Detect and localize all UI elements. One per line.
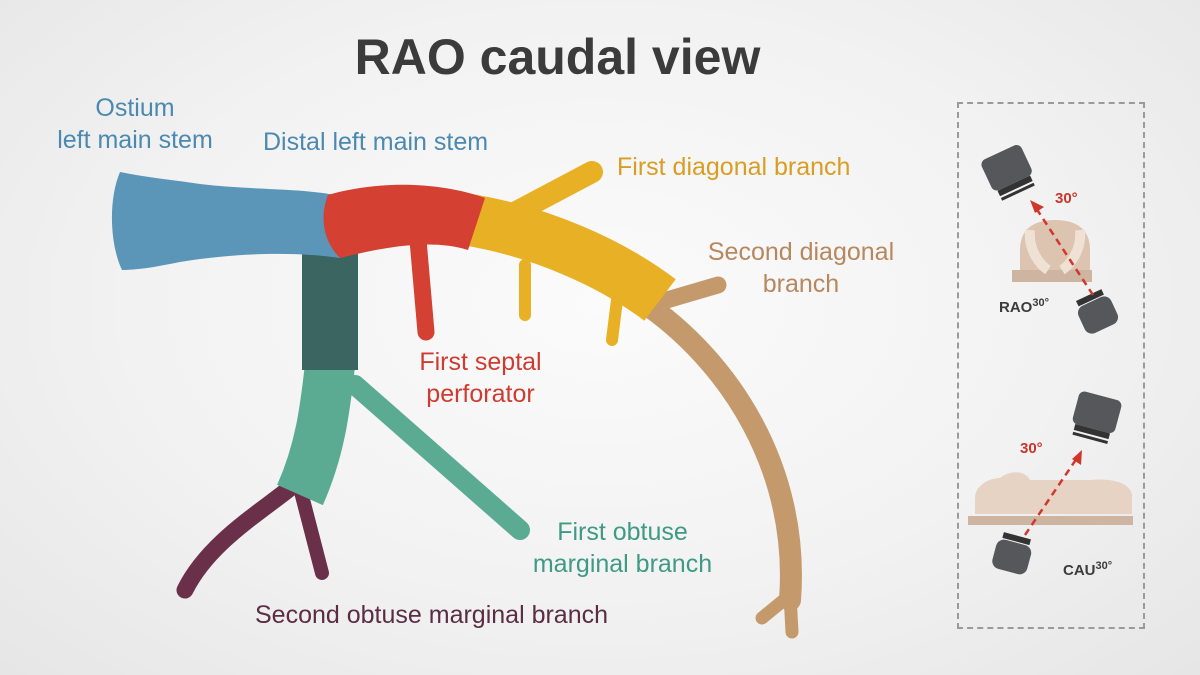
lad-twig-2 [606,294,623,346]
second-diagonal-branch [651,276,727,311]
cau-detector [1072,391,1122,444]
cau-view-illustration [968,391,1133,575]
label-first-diagonal: First diagonal branch [617,153,851,181]
lad-terminal-fork-right [783,588,799,639]
distal-left-main [323,184,485,258]
label-second-diagonal-line1: Second diagonal [707,238,895,266]
label-first-septal-line1: First septal [419,348,542,376]
first-om-branch [345,375,530,540]
cau-angle-label: 30° [1020,440,1043,457]
label-ostium: Ostium left main stem [45,92,225,156]
distal-lad [629,289,802,611]
second-om-left-limb [176,471,309,599]
rao-view-label: RAO30° [999,297,1049,316]
label-ostium-line1: Ostium [95,94,175,122]
cau-table [968,516,1133,525]
rao-angle-label: 30° [1055,190,1078,207]
cau-xray-tube [992,532,1032,575]
cau-view-label: CAU30° [1063,560,1112,579]
rao-view-illustration [981,145,1119,334]
label-second-diagonal-line2: branch [762,270,840,298]
cau-label-text: CAU [1063,562,1096,579]
cau-arrowhead [1072,450,1082,465]
lad-proximal [465,194,676,321]
label-first-septal: First septal perforator [393,346,568,410]
label-second-diagonal: Second diagonal branch [690,236,912,300]
page-title: RAO caudal view [354,29,761,85]
label-first-om: First obtuse marginal branch [515,516,730,580]
label-second-om: Second obtuse marginal branch [255,601,609,629]
coronary-artery-diagram [111,161,802,639]
left-main-stem [111,172,340,270]
label-ostium-line2: left main stem [57,126,213,154]
label-first-om-line1: First obtuse [557,518,688,546]
rao-table [1012,270,1092,282]
rao-label-angle: 30° [1032,297,1049,309]
cau-beam-arrow [1023,457,1079,536]
rao-arrowhead [1030,200,1044,213]
rao-label-text: RAO [999,299,1033,316]
label-distal-left-main: Distal left main stem [263,128,489,156]
second-om-right-limb [293,481,329,580]
label-first-om-line2: marginal branch [532,550,713,578]
rao-detector [981,145,1035,201]
rao-beam-arrow [1034,207,1095,296]
projection-panel [957,102,1145,629]
circumflex-mid [277,362,355,506]
rao-arm-right [1059,229,1086,275]
cau-label-angle: 30° [1095,560,1113,572]
label-first-septal-line2: perforator [426,380,535,408]
first-septal-perforator [409,231,435,341]
rao-arm-left [1024,229,1051,275]
rao-xray-tube [1076,289,1119,334]
